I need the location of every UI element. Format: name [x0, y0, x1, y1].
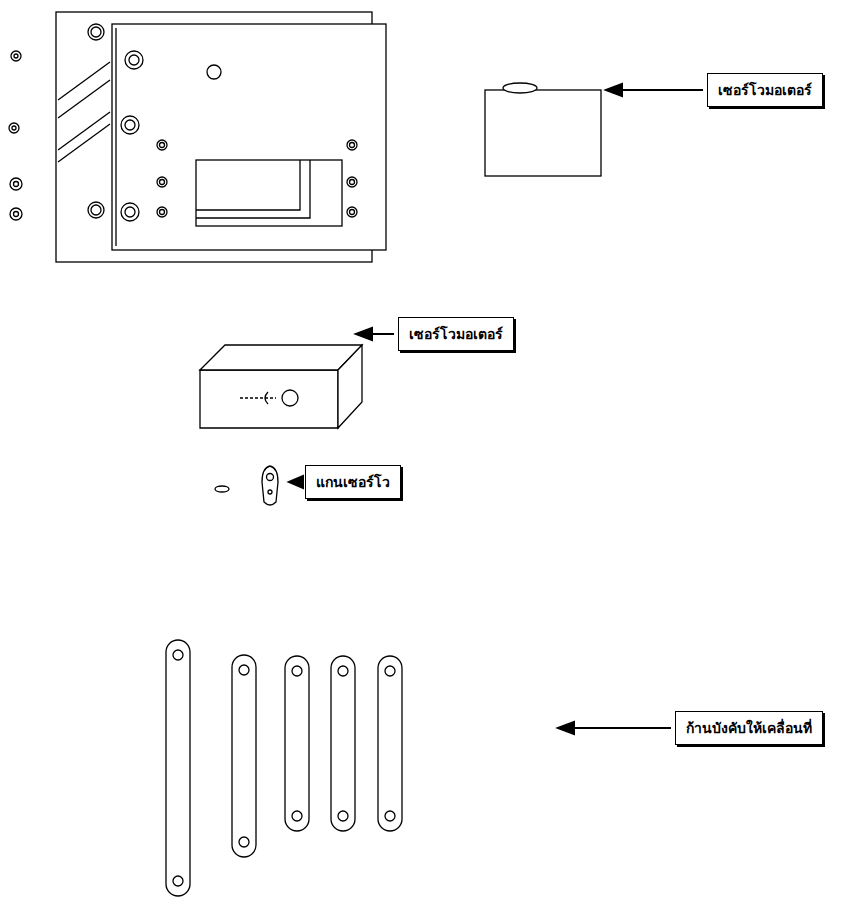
- label-box: เซอร์โวมอเตอร์: [707, 73, 823, 107]
- part-label: แกนเซอร์โว: [316, 473, 390, 491]
- part-label: เซอร์โวมอเตอร์: [409, 325, 503, 343]
- label-box: แกนเซอร์โว: [305, 465, 401, 499]
- part-label: เซอร์โวมอเตอร์: [718, 81, 812, 99]
- part-label: ก้านบังคับให้เคลื่อนที่: [686, 719, 812, 737]
- label-box: เซอร์โวมอเตอร์: [398, 317, 514, 351]
- label-box: ก้านบังคับให้เคลื่อนที่: [675, 711, 823, 745]
